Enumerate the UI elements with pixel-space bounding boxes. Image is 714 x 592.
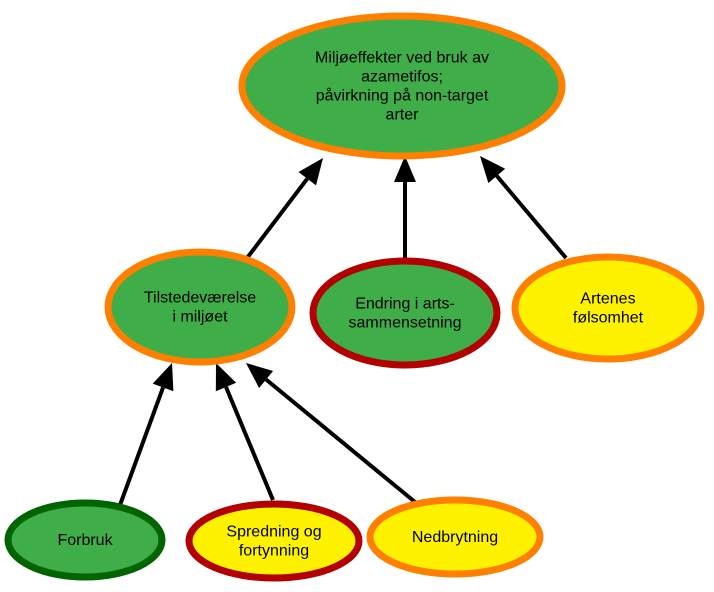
arrow-shaft: [495, 174, 568, 260]
diagram-nodes: Miljøeffekter ved bruk av azametifos;påvi…: [4, 12, 705, 582]
node-ellipse: [238, 12, 566, 160]
node-degradation: Nedbrytning: [366, 496, 544, 578]
arrow-head: [394, 156, 416, 182]
node-label-line: fortynning: [239, 543, 309, 560]
node-spreading: Spredning og fortynning: [185, 500, 363, 582]
node-ellipse: [511, 253, 705, 363]
node-composition: Endring i arts-sammensetning: [309, 257, 501, 369]
node-label-line: sammensetning: [349, 315, 462, 332]
node-ellipse: [366, 496, 544, 578]
node-label-line: Nedbrytning: [412, 529, 498, 546]
arrow-degradation-to-presence: [246, 363, 417, 504]
arrow-sensitivity-to-root: [480, 156, 568, 260]
node-ellipse: [185, 500, 363, 582]
arrow-usage-to-presence: [118, 363, 174, 506]
node-label-line: arter: [386, 107, 420, 124]
arrow-head: [246, 363, 274, 389]
node-ellipse: [104, 248, 296, 366]
arrow-head: [298, 158, 323, 186]
node-sensitivity: Artenes følsomhet: [511, 253, 705, 363]
node-usage: Forbruk: [4, 499, 166, 581]
diagram-arrows: [118, 156, 568, 506]
node-label-line: Forbruk: [57, 532, 113, 549]
arrow-head: [152, 363, 174, 392]
node-label-line: påvirkning på non-target: [316, 87, 489, 105]
arrow-shaft: [264, 377, 417, 504]
node-label-line: Artenes: [580, 291, 635, 308]
arrow-spreading-to-presence: [215, 363, 275, 501]
node-label-line: Spredning og: [226, 524, 321, 541]
arrow-shaft: [224, 386, 275, 501]
arrow-head: [215, 363, 237, 392]
arrow-composition-to-root: [394, 156, 416, 258]
node-label-line: Endring i arts-: [355, 296, 455, 313]
node-label-line: følsomhet: [573, 310, 644, 327]
node-presence: Tilstedeværelse i miljøet: [104, 248, 296, 366]
node-label-line: i miljøet: [172, 309, 228, 326]
node-label-line: Miljøeffekter ved bruk av: [315, 50, 489, 67]
node-root: Miljøeffekter ved bruk av azametifos;påvi…: [238, 12, 566, 160]
node-ellipse: [4, 499, 166, 581]
arrow-shaft: [118, 386, 165, 506]
arrow-head: [480, 156, 506, 183]
node-ellipse: [309, 257, 501, 369]
arrow-presence-to-root: [242, 158, 323, 264]
node-label-line: azametifos;: [361, 69, 443, 86]
arrow-shaft: [242, 177, 309, 264]
node-label-line: Tilstedeværelse: [144, 290, 256, 307]
